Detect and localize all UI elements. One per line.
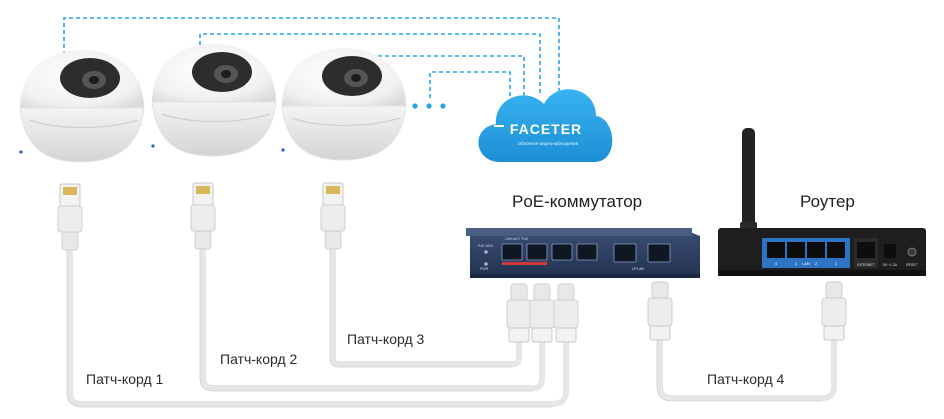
switch-poe-ports [501, 243, 598, 265]
router-internet-label: INTERNET [857, 263, 875, 267]
patch-cables-outline [66, 230, 822, 408]
patch-cables [67, 227, 837, 407]
patch-cord-1-label: Патч-корд 1 [86, 371, 164, 387]
patch-cord-3-cable [330, 227, 522, 367]
router-power-label: 5V⎓1.2A [883, 263, 898, 267]
cloud-brand-text: FACETER [510, 121, 582, 137]
router [718, 128, 926, 276]
patch-cord-2-label: Патч-корд 2 [220, 351, 298, 367]
rj45-connectors [57, 182, 847, 343]
camera-1 [19, 50, 145, 163]
rj45-camera-2 [190, 182, 216, 250]
router-lan-port-1: 1 [835, 261, 838, 266]
more-cameras-dots [412, 103, 446, 109]
rj45-router [821, 281, 847, 341]
switch-port-block-label: LINK/ACT PoE [505, 237, 529, 241]
router-title: Роутер [800, 192, 855, 211]
camera-2 [151, 44, 277, 157]
poe-switch [466, 228, 700, 278]
cloud-link-camera-2 [199, 33, 541, 96]
patch-cord-4-cable [657, 335, 837, 401]
cloud-links [63, 17, 560, 98]
patch-cord-2-cable [200, 242, 545, 391]
switch-uplink-label: UPLINK [632, 267, 645, 271]
router-lan-port-4: 4 [775, 261, 778, 266]
rj45-switch-uplink [647, 281, 673, 341]
patch-cord-3-label: Патч-корд 3 [347, 331, 425, 347]
rj45-switch-2 [529, 283, 555, 343]
router-reset-label: RESET [906, 263, 919, 267]
switch-status-label: PoE MAX [478, 244, 494, 248]
router-lan-ports [767, 242, 845, 258]
cloud-brand-mark [494, 125, 504, 127]
rj45-switch-1 [506, 283, 532, 343]
rj45-camera-1 [57, 183, 83, 251]
switch-power-label: PWR [480, 267, 489, 271]
cloud-link-camera-1 [63, 17, 560, 96]
router-lan-label: LAN [802, 261, 810, 266]
router-lan-port-3: 3 [795, 261, 798, 266]
rj45-camera-3 [320, 182, 346, 250]
switch-uplink-ports [613, 243, 671, 263]
router-lan-port-2: 2 [815, 261, 818, 266]
camera-3 [281, 48, 407, 161]
switch-title: PoE-коммутатор [512, 192, 643, 211]
cloud-tagline-text: Облачное видеонаблюдение [518, 141, 579, 146]
rj45-switch-3 [553, 283, 579, 343]
patch-cord-1-cable [67, 247, 569, 407]
cloud-link-more [429, 71, 511, 98]
faceter-cloud [478, 89, 613, 162]
patch-cord-4-label: Патч-корд 4 [707, 371, 785, 387]
